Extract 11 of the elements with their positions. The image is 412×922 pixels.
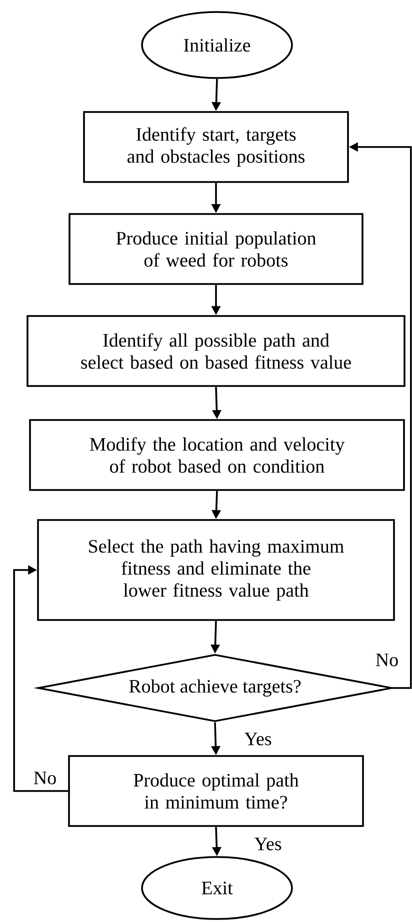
arrow bbox=[13, 565, 68, 792]
process-box: Produce initial population of weed for robots bbox=[68, 213, 364, 285]
edge-label: Yes bbox=[244, 732, 272, 746]
edge-label: No bbox=[376, 654, 398, 666]
process-box: Modify the location and velocity of robot based on condition bbox=[29, 419, 405, 491]
edge-label: No bbox=[34, 772, 56, 784]
process-box: Select the path having maximum fitness and eliminate the lower fitness value path bbox=[37, 519, 395, 621]
process-box: Identify all possible path and select based on based fitness value bbox=[26, 315, 406, 387]
edge-label: Yes bbox=[254, 838, 282, 850]
process-box: Produce optimal path in minimum time? bbox=[68, 755, 364, 827]
process-box: Identify start, targets and obstacles positions bbox=[83, 111, 349, 183]
